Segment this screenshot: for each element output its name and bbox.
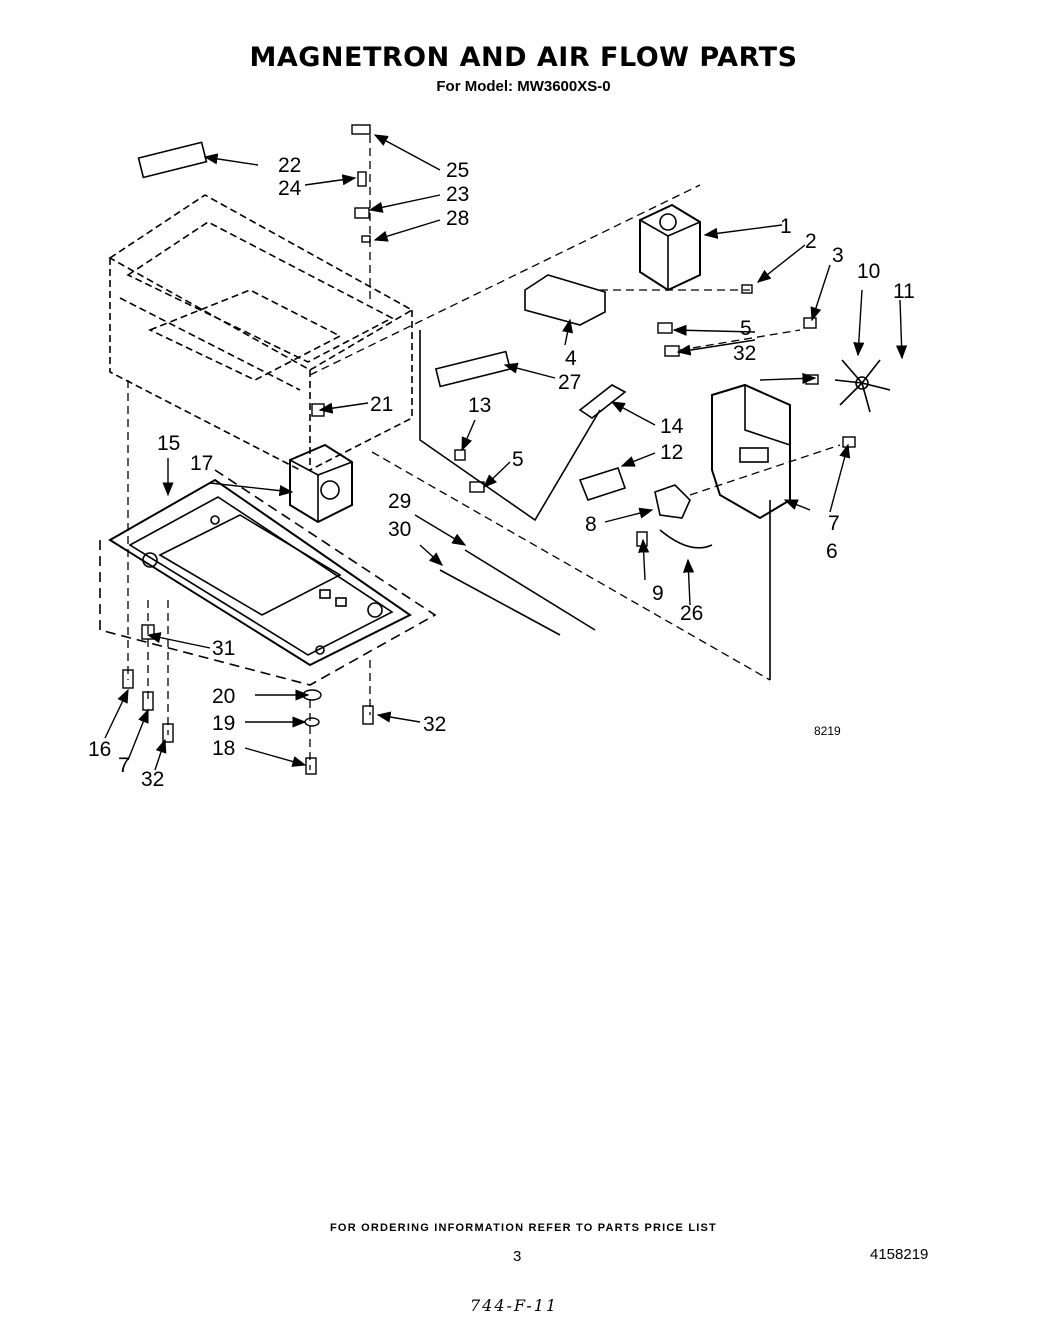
wire-harness-30	[439, 569, 561, 636]
callout-23: 23	[446, 183, 469, 206]
callout-9: 9	[652, 582, 664, 605]
callout-4: 4	[565, 347, 577, 370]
callout-5b: 5	[512, 448, 524, 471]
callout-14: 14	[660, 415, 684, 438]
base-plate	[99, 469, 437, 686]
callout-17: 17	[190, 452, 213, 475]
callout-32a: 32	[733, 342, 756, 365]
callout-13: 13	[468, 394, 491, 417]
fan-blade	[834, 359, 891, 413]
callout-31: 31	[212, 637, 235, 660]
callout-29: 29	[388, 490, 411, 513]
callout-19: 19	[212, 712, 235, 735]
thermal-cutout-wire	[659, 529, 713, 549]
callout-22: 22	[278, 154, 301, 177]
handwritten-note: 744-F-11	[470, 1296, 559, 1315]
callout-8: 8	[585, 513, 597, 536]
callout-28: 28	[446, 207, 469, 230]
transformer	[289, 443, 353, 524]
capacitor	[578, 467, 627, 501]
callout-21: 21	[370, 393, 393, 416]
callout-30: 30	[388, 518, 411, 541]
fan-housing	[711, 383, 791, 520]
callout-12: 12	[660, 441, 683, 464]
callout-11: 11	[893, 280, 915, 303]
callout-32b: 32	[423, 713, 446, 736]
callout-16: 16	[88, 738, 111, 761]
gasket-top	[137, 141, 208, 179]
leader-arrows	[104, 134, 908, 771]
callout-27: 27	[558, 371, 581, 394]
cavity-outline	[108, 194, 414, 471]
callout-6: 6	[826, 540, 838, 563]
callout-32c: 32	[141, 768, 164, 791]
callout-1: 1	[780, 215, 792, 238]
callout-7b: 7	[118, 754, 130, 777]
callout-5a: 5	[740, 317, 752, 340]
fasteners	[122, 124, 856, 775]
ordering-note: FOR ORDERING INFORMATION REFER TO PARTS …	[330, 1222, 717, 1234]
callout-10: 10	[857, 260, 880, 283]
assembly-lines	[127, 135, 841, 770]
callout-3: 3	[832, 244, 844, 267]
frame-line	[419, 330, 771, 680]
document-number: 4158219	[870, 1246, 929, 1263]
callout-24: 24	[278, 177, 302, 200]
figure-code: 8219	[814, 724, 841, 738]
magnetron	[639, 203, 701, 292]
callout-25: 25	[446, 159, 469, 182]
page-title: MAGNETRON AND AIR FLOW PARTS	[249, 42, 798, 73]
page-number: 3	[513, 1248, 522, 1265]
fan-motor	[654, 484, 691, 519]
callout-26: 26	[680, 602, 703, 625]
callout-18: 18	[212, 737, 235, 760]
callout-15: 15	[157, 432, 180, 455]
callout-7a: 7	[828, 512, 840, 535]
air-guide	[524, 274, 606, 326]
callout-20: 20	[212, 685, 235, 708]
bracket	[578, 384, 627, 419]
model-subtitle: For Model: MW3600XS-0	[436, 78, 611, 95]
wire-harness-29	[464, 549, 596, 631]
callout-2: 2	[805, 230, 817, 253]
gasket-side	[434, 350, 512, 388]
